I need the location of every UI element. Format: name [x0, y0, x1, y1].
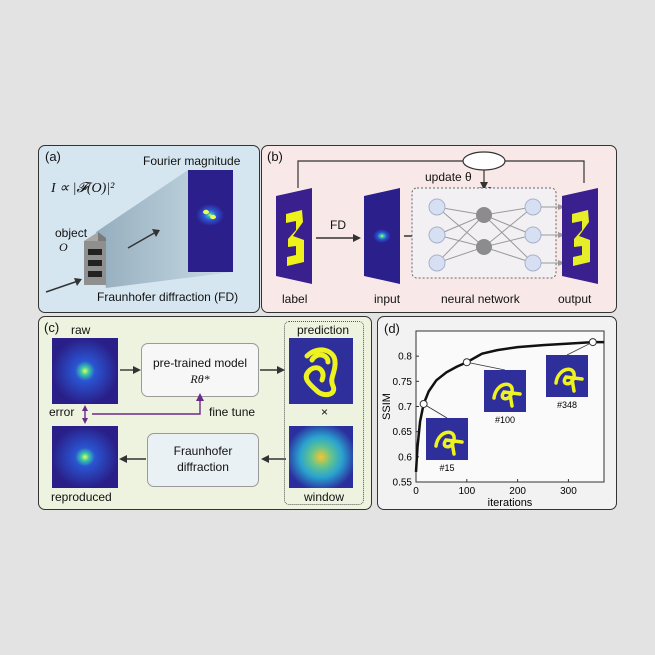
neural-network-caption: neural network: [441, 292, 520, 306]
panel-d-label: (d): [384, 321, 400, 336]
input-caption: input: [374, 292, 401, 306]
pretrained-model-label: pre-trained model: [152, 356, 248, 370]
panel-c-label: (c): [44, 320, 60, 335]
fraunhofer-label: Fraunhofer: [173, 444, 233, 458]
panel-c: (c) raw error fine tune reproduced predi…: [38, 316, 372, 510]
object-label: object: [55, 226, 88, 240]
fourier-formula: I ∝ |𝓕(O)|²: [51, 181, 115, 196]
window-caption: window: [304, 490, 345, 504]
panel-d: (d): [377, 316, 617, 510]
prediction-caption: prediction: [297, 323, 350, 337]
update-theta-label: update θ: [425, 170, 472, 184]
panel-b: (b) loss update θ Rθ FD label input neur…: [261, 145, 617, 313]
panel-a: (a) Fourier magnitude I I ∝ |𝓕(O)|² obje…: [38, 145, 260, 313]
label-caption: label: [282, 292, 308, 306]
times-symbol: ×: [321, 405, 329, 419]
pretrained-model-box: pre-trained model Rθ*: [141, 343, 259, 397]
prediction-window-group: [284, 321, 364, 505]
fine-tune-label: fine tune: [209, 405, 256, 419]
fd-arrow-label: FD: [330, 218, 346, 232]
loss-label: loss: [472, 153, 494, 167]
object-symbol: O: [59, 240, 68, 254]
r-theta-label: Rθ: [478, 184, 493, 198]
fd-caption: Fraunhofer diffraction (FD): [97, 290, 239, 304]
diffraction-label: diffraction: [177, 460, 229, 474]
fraunhofer-diffraction-box: Fraunhofer diffraction: [147, 433, 259, 487]
raw-caption: raw: [71, 323, 91, 337]
panel-b-label: (b): [267, 149, 283, 164]
fourier-magnitude-title: Fourier magnitude: [143, 154, 241, 168]
intensity-symbol: I: [215, 170, 219, 184]
panel-a-label: (a): [45, 149, 61, 164]
r-theta-star-label: Rθ*: [190, 372, 210, 386]
error-label: error: [49, 405, 75, 419]
output-caption: output: [558, 292, 592, 306]
reproduced-caption: reproduced: [51, 490, 112, 504]
